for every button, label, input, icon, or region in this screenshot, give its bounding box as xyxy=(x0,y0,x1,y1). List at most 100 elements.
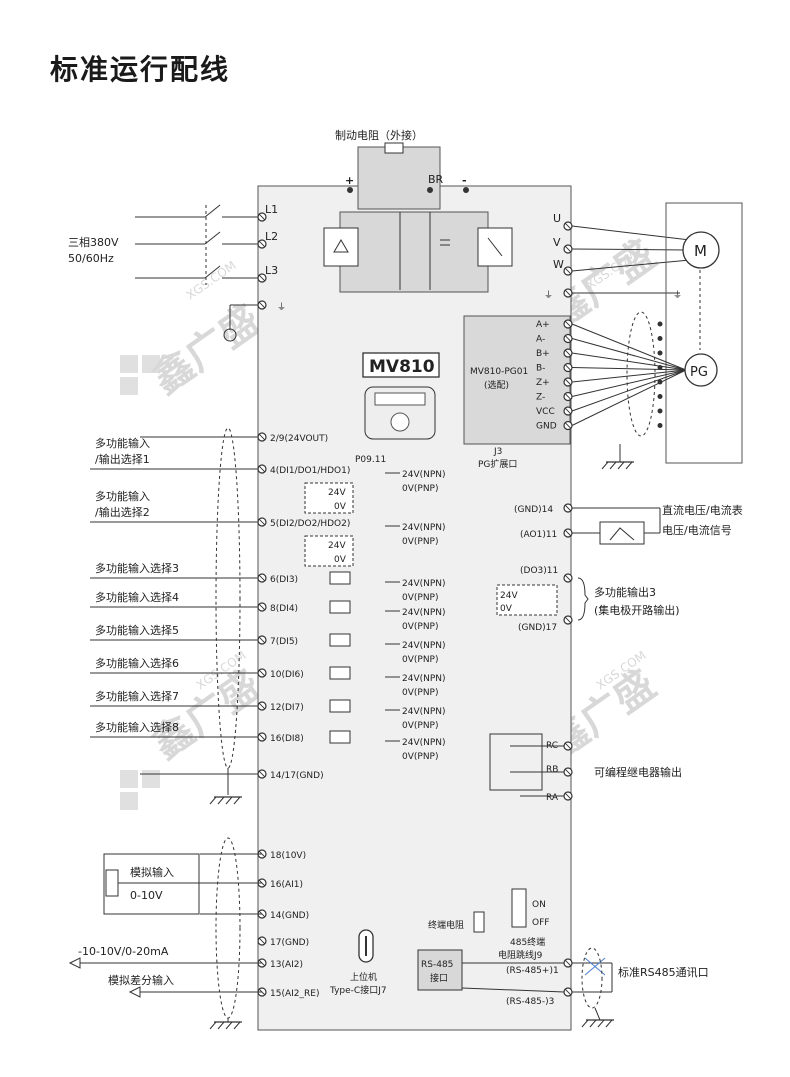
brake-resistor-box xyxy=(357,146,441,210)
do3-label: 多功能输出3 xyxy=(594,585,656,599)
meter-signal: 电压/电流信号 xyxy=(662,523,732,537)
relay-rb: RB xyxy=(546,765,558,775)
motor-frame xyxy=(665,202,743,464)
pg-terminal-label: A+ xyxy=(536,320,550,330)
motor-wiring xyxy=(571,225,701,350)
supply-voltage: 三相380V xyxy=(68,236,119,249)
control-terminal-pin: 12(DI7) xyxy=(270,703,304,713)
dc-minus-label: - xyxy=(462,174,467,187)
usb-host-label: 上位机 xyxy=(350,971,377,983)
pg-dot xyxy=(657,408,663,414)
input-function-label: 多功能输入选择7 xyxy=(95,689,179,703)
pg-wire xyxy=(571,369,687,412)
control-terminal xyxy=(257,464,267,474)
pg-terminal xyxy=(563,391,573,402)
keypad-wheel xyxy=(390,412,410,432)
pg-dot xyxy=(657,336,663,341)
input-function-label: 多功能输入 xyxy=(95,489,150,503)
pe-motor-icon: ⏚ xyxy=(673,290,682,301)
j9-jumper xyxy=(511,888,527,928)
control-terminal-pin: 5(DI2/DO2/HDO2) xyxy=(270,519,350,529)
pnp-label: 0V(PNP) xyxy=(402,484,439,494)
terminal-gnd17: (GND)17 xyxy=(518,623,557,633)
pnp-label: 0V(PNP) xyxy=(402,537,439,547)
control-terminal xyxy=(257,732,267,742)
output-u: U xyxy=(553,212,561,225)
pg-wire xyxy=(571,352,687,371)
control-terminal xyxy=(257,701,267,711)
br-label: BR xyxy=(428,173,444,186)
input-function-label: /输出选择2 xyxy=(95,505,150,519)
terminal-gnd14: (GND)14 xyxy=(514,505,553,515)
do3-0v: 0V xyxy=(500,604,513,614)
j9-label: 485终端 xyxy=(510,936,545,948)
pg-terminal-label: B- xyxy=(536,364,545,374)
control-terminal xyxy=(257,602,267,612)
pg-dot xyxy=(657,350,663,356)
meter-label: 直流电压/电流表 xyxy=(662,503,743,517)
control-terminal-pin: 4(DI1/DO1/HDO1) xyxy=(270,466,350,476)
keypad-display xyxy=(374,392,426,406)
analog-input-label: 模拟输入 xyxy=(130,865,174,879)
control-terminal-pin: 2/9(24VOUT) xyxy=(270,434,328,444)
output-v: V xyxy=(553,236,561,249)
control-terminal xyxy=(257,635,267,645)
supply-wiring xyxy=(135,204,262,330)
pg-dot xyxy=(657,321,663,327)
motor-label: M xyxy=(694,242,707,260)
control-terminal-pin: 7(DI5) xyxy=(270,637,298,647)
model-name: MV810 xyxy=(369,357,435,377)
control-terminal xyxy=(257,769,267,779)
pg-terminal-label: GND xyxy=(536,422,557,432)
pg-wire xyxy=(571,369,687,397)
control-terminal xyxy=(257,573,267,583)
input-function-label: 多功能输入选择8 xyxy=(95,720,179,734)
do3-24v: 24V xyxy=(500,591,518,601)
npn-label: 24V(NPN) xyxy=(402,738,446,748)
io-mode-24v: 24V xyxy=(328,488,346,498)
input-optocoupler xyxy=(329,699,351,713)
pg-dot xyxy=(657,365,663,370)
input-l3: L3 xyxy=(265,264,278,277)
pg-card xyxy=(463,315,571,445)
pg-terminal xyxy=(563,362,573,373)
brake-resistor xyxy=(384,142,404,154)
pg-terminal xyxy=(563,406,573,416)
power-section xyxy=(339,211,489,293)
analog-input2-range: -10-10V/0-20mA xyxy=(78,945,169,958)
npn-label: 24V(NPN) xyxy=(402,641,446,651)
dc-plus-label: + xyxy=(345,174,354,187)
output-w: W xyxy=(553,258,564,271)
pnp-label: 0V(PNP) xyxy=(402,655,439,665)
control-terminal xyxy=(257,517,267,527)
io-mode-24v: 24V xyxy=(328,541,346,551)
analog-diff-label: 模拟差分输入 xyxy=(108,973,174,987)
encoder-label: PG xyxy=(690,365,708,380)
pg-dot xyxy=(657,394,663,399)
input-l1: L1 xyxy=(265,203,278,216)
usb-port-label: Type-C接口J7 xyxy=(329,984,387,996)
rs485-minus: (RS-485-)3 xyxy=(506,997,554,1007)
npn-label: 24V(NPN) xyxy=(402,608,446,618)
param-p0911: P09.11 xyxy=(355,455,386,465)
input-optocoupler xyxy=(329,633,351,647)
do3-sublabel: (集电极开路输出) xyxy=(594,603,680,617)
encoder xyxy=(684,353,718,387)
input-optocoupler xyxy=(329,571,351,585)
terminating-resistor xyxy=(473,911,485,933)
analog-terminal-pin: 17(GND) xyxy=(270,938,309,948)
j9-label2: 电阻跳线J9 xyxy=(498,949,543,961)
input-optocoupler xyxy=(329,600,351,614)
rectifier xyxy=(323,227,359,267)
pnp-label: 0V(PNP) xyxy=(402,622,439,632)
potentiometer-frame xyxy=(103,853,200,915)
pg-wire xyxy=(571,369,687,383)
terminal-do3: (DO3)11 xyxy=(520,566,558,576)
motor xyxy=(682,231,720,269)
input-function-label: 多功能输入选择5 xyxy=(95,623,179,637)
io-mode-switch xyxy=(304,535,354,567)
terminal-ao1: (AO1)11 xyxy=(520,530,557,540)
pg-port-j3: J3 xyxy=(493,447,502,457)
